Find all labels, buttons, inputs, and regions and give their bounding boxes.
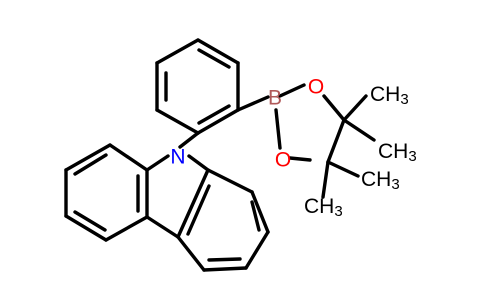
bond [187, 154, 210, 172]
bond-methyl [321, 160, 330, 199]
bond [274, 108, 282, 150]
bond-methyl [342, 94, 368, 122]
bond [244, 230, 270, 270]
carbazole-pyrrole-ring [145, 154, 210, 239]
methyl-label: CH3 [370, 83, 409, 108]
bond [64, 143, 112, 172]
methyl-label: CH3 [361, 168, 400, 193]
double-bond-inner [73, 153, 108, 176]
bond [176, 235, 206, 272]
bond [176, 168, 210, 239]
bond [108, 143, 149, 172]
bond [196, 108, 240, 135]
boron-atom-label: B [268, 87, 282, 110]
dioxaborolane-ring [274, 83, 346, 164]
double-bond-inner [197, 104, 231, 125]
phenyl-ring [155, 38, 240, 135]
bond [196, 38, 240, 65]
double-bond-inner [250, 200, 261, 232]
methyl-label: CH3 [304, 195, 343, 220]
double-bond-inner [73, 210, 107, 232]
bond [155, 108, 200, 135]
double-bond-inner [207, 257, 242, 262]
carbazole-left-benzene [64, 143, 149, 242]
bond-phenyl-nitrogen [178, 131, 200, 149]
bond-methyl [342, 118, 376, 142]
bond [250, 190, 270, 234]
bond [206, 168, 254, 194]
oxygen-top-atom-label: O [308, 76, 324, 99]
bond [288, 156, 312, 162]
double-bond-inner [186, 184, 211, 236]
bond [145, 215, 180, 239]
bond [104, 215, 149, 242]
bond [202, 266, 248, 272]
bond [145, 154, 170, 172]
bond-methyl [326, 160, 360, 178]
oxygen-bottom-atom-label: O [275, 149, 291, 172]
bond [326, 118, 346, 164]
bond-phenyl-boron [236, 95, 270, 112]
double-bond-inner [197, 48, 231, 69]
methyl-label: CH3 [378, 140, 417, 165]
bond [278, 83, 306, 98]
carbazole-right-benzene [176, 168, 270, 272]
bond [155, 38, 200, 65]
bond [64, 214, 108, 242]
bond [322, 94, 346, 122]
nitrogen-atom-label: N [170, 146, 185, 169]
